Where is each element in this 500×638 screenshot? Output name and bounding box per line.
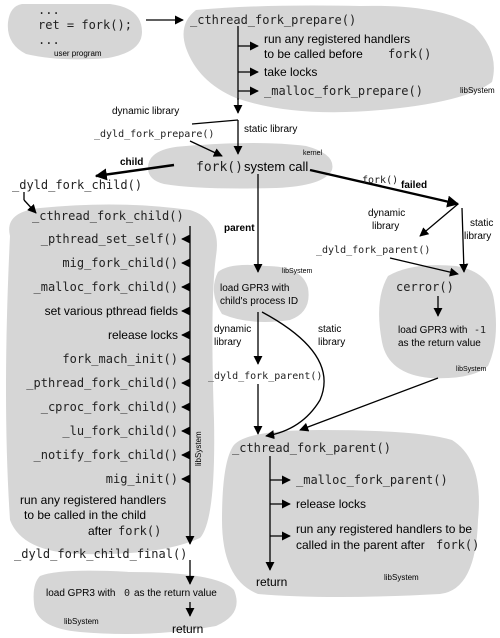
- child-item: _lu_fork_child(): [62, 424, 178, 438]
- arrow-dyld-parent-to-cerror: [389, 257, 459, 277]
- kernel-label: kernel: [303, 150, 323, 157]
- cerror-fn: cerror(): [396, 280, 454, 294]
- user-program-label: user program: [54, 49, 102, 58]
- arrow-failed-dynamic: [419, 203, 459, 237]
- cthread-fork-parent: _cthread_fork_parent(): [232, 441, 391, 455]
- child-items: _pthread_set_self() mig_fork_child() _mall…: [26, 232, 178, 486]
- child-final-text-pre: load GPR3 with: [46, 588, 115, 599]
- prepare-step2: take locks: [264, 65, 317, 79]
- arrow-failed-static: [459, 207, 469, 273]
- error-static-library: library: [464, 231, 491, 242]
- parent-step3-fn: fork(): [436, 538, 479, 552]
- error-dyld-fork-parent: _dyld_fork_parent(): [316, 245, 430, 256]
- arrow-cerror-to-parent: [299, 377, 439, 432]
- arrow-failed: [309, 168, 460, 208]
- label-dynamic-library: dynamic library: [112, 106, 179, 117]
- code-line-3: ...: [38, 33, 60, 47]
- child-handlers-line2: to be called in the child: [24, 508, 146, 522]
- branch-failed-label: failed: [401, 180, 427, 191]
- prepare-blob: [183, 5, 494, 113]
- cthread-fork-child: _cthread_fork_child(): [32, 209, 184, 223]
- branch-child-label: child: [120, 157, 143, 168]
- parent-dyld-fork-parent: _dyld_fork_parent(): [208, 371, 322, 382]
- child-handlers-line1: run any registered handlers: [20, 493, 166, 507]
- child-item: _pthread_set_self(): [41, 232, 178, 246]
- child-final-blob: [33, 570, 237, 634]
- prepare-step3: _malloc_fork_prepare(): [264, 84, 423, 98]
- error-minus-one: -1: [474, 325, 486, 336]
- child-lib: libSystem: [194, 431, 203, 466]
- kernel-blob: [148, 143, 333, 189]
- cerror-blob: [379, 265, 496, 379]
- branch-fork-fn: fork(): [362, 175, 398, 186]
- parent-return: return: [256, 575, 287, 589]
- parent-step1: _malloc_fork_parent(): [296, 473, 448, 487]
- parent-load-line1: load GPR3 with: [220, 283, 289, 294]
- parent-lib-top: libSystem: [282, 268, 313, 275]
- child-item: set various pthread fields: [45, 304, 178, 318]
- child-item: _pthread_fork_child(): [26, 376, 178, 390]
- arrow-dyld-prepare-to-fork: [189, 140, 223, 157]
- prepare-step1-fn: fork(): [388, 47, 431, 61]
- child-final-text-post: as the return value: [134, 588, 217, 599]
- code-line-2: ret = fork();: [38, 18, 132, 32]
- child-item: _notify_fork_child(): [34, 448, 179, 462]
- error-lib: libSystem: [456, 366, 487, 373]
- child-item: release locks: [108, 328, 178, 342]
- dyld-fork-child: _dyld_fork_child(): [12, 178, 142, 192]
- child-final-lib: libSystem: [64, 617, 99, 626]
- branch-parent-label: parent: [224, 223, 255, 234]
- child-return: return: [172, 622, 203, 636]
- child-final-zero: 0: [124, 588, 130, 599]
- fork-call: fork(): [196, 160, 243, 175]
- error-load-line2: as the return value: [398, 338, 481, 349]
- prepare-step1-line2: to be called before: [264, 47, 363, 61]
- parent-static-library: library: [318, 337, 345, 348]
- system-call-label: system call: [244, 159, 308, 174]
- arrow-parent-static: [261, 311, 325, 440]
- parent-blob: [222, 430, 479, 597]
- child-blob: [6, 204, 217, 555]
- error-static: static: [470, 218, 493, 229]
- parent-step3-line2: called in the parent after: [296, 538, 425, 552]
- child-item: fork_mach_init(): [62, 352, 178, 366]
- prepare-step1-line1: run any registered handlers: [264, 32, 410, 46]
- label-static-library: static library: [244, 124, 297, 135]
- arrow-child: [94, 163, 175, 181]
- parent-step3-line1: run any registered handlers to be: [296, 522, 472, 536]
- parent-lib: libSystem: [384, 573, 419, 582]
- child-item: _cproc_fork_child(): [41, 400, 178, 414]
- child-handlers-line3: after: [88, 524, 112, 538]
- parent-load-blob: [213, 264, 309, 322]
- parent-load-line2: child's process ID: [220, 296, 298, 307]
- arrow-to-cthread-child: [23, 199, 37, 214]
- parent-static: static: [318, 324, 341, 335]
- child-item: _malloc_fork_child(): [34, 280, 179, 294]
- child-item: mig_init(): [106, 472, 178, 486]
- prepare-title: _cthread_fork_prepare(): [190, 13, 356, 27]
- code-line-1: ...: [38, 3, 60, 17]
- child-handlers-fn: fork(): [118, 524, 161, 538]
- child-step-arrows: [181, 234, 191, 484]
- dyld-fork-child-final: _dyld_fork_child_final(): [14, 547, 187, 561]
- parent-dynamic-library: library: [214, 337, 241, 348]
- user-program-blob: [7, 4, 143, 60]
- error-dynamic: dynamic: [368, 208, 405, 219]
- dyld-fork-prepare: _dyld_fork_prepare(): [94, 129, 214, 140]
- line-dynamic-branch: [191, 119, 239, 125]
- error-load-line1: load GPR3 with: [398, 325, 467, 336]
- error-dynamic-library: library: [372, 221, 399, 232]
- parent-step2: release locks: [296, 497, 366, 511]
- child-item: mig_fork_child(): [62, 256, 178, 270]
- prepare-lib: libSystem: [460, 86, 495, 95]
- parent-dynamic: dynamic: [214, 324, 251, 335]
